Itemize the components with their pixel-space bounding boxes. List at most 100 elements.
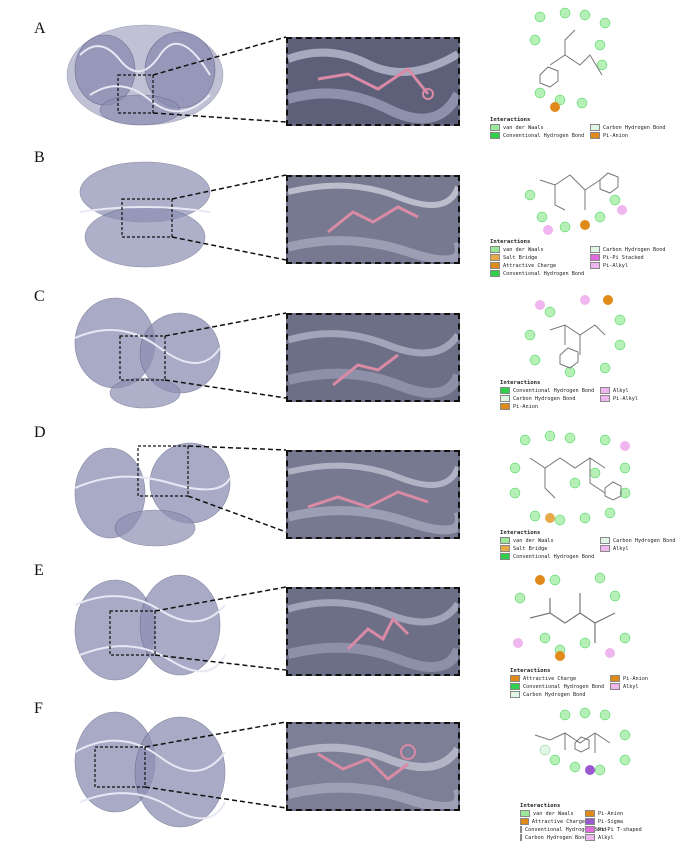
legend-item: Alkyl	[585, 834, 645, 841]
interaction-diagram	[529, 7, 611, 112]
legend-item: Pi-Alkyl	[600, 395, 690, 402]
interaction-diagram	[509, 430, 631, 526]
legend-label: Pi-Pi T-shaped	[598, 826, 642, 833]
legend-label: Carbon Hydrogen Bond	[523, 691, 586, 698]
binding-site-box	[117, 74, 154, 114]
legend-label: van der Waals	[533, 810, 574, 817]
legend-item: Conventional Hydrogen Bond	[520, 826, 606, 833]
zoom-view	[286, 722, 460, 811]
panel-c: C Interactions Conven	[0, 280, 693, 420]
legend-label: Salt Bridge	[513, 545, 548, 552]
legend-label: Carbon Hydrogen Bond	[603, 124, 666, 131]
legend-swatch	[520, 810, 530, 817]
protein-overview	[74, 442, 231, 547]
legend-item: Pi-Anion	[610, 675, 693, 682]
legend-item: Alkyl	[610, 683, 693, 690]
binding-site-box	[121, 198, 173, 238]
legend-item: Conventional Hydrogen Bond	[500, 387, 600, 394]
legend-swatch	[600, 395, 610, 402]
panel-a: A	[0, 0, 693, 140]
legend-swatch	[600, 387, 610, 394]
legend-swatch	[585, 810, 595, 817]
legend-label: Pi-Alkyl	[613, 395, 638, 402]
legend-item: Pi-Pi T-shaped	[585, 826, 645, 833]
legend-item: Conventional Hydrogen Bond	[490, 270, 590, 277]
legend-label: van der Waals	[503, 246, 544, 253]
protein-overview	[74, 574, 226, 681]
legend-title: Interactions	[500, 380, 541, 386]
legend-item: Carbon Hydrogen Bond	[520, 834, 588, 841]
legend-label: Pi-Anion	[603, 132, 628, 139]
legend-label: Carbon Hydrogen Bond	[513, 395, 576, 402]
legend-swatch	[500, 387, 510, 394]
legend-label: Pi-Pi Stacked	[603, 254, 644, 261]
legend-swatch	[500, 553, 510, 560]
legend-label: Conventional Hydrogen Bond	[513, 553, 595, 560]
legend-swatch	[500, 537, 510, 544]
zoom-lines	[171, 174, 287, 261]
legend-item: Pi-Anion	[590, 132, 680, 139]
legend-label: Conventional Hydrogen Bond	[523, 683, 605, 690]
legend-item: Pi-Pi Stacked	[590, 254, 680, 261]
panel-label: A	[34, 20, 46, 37]
legend-swatch	[610, 683, 620, 690]
legend-label: Alkyl	[613, 387, 629, 394]
panel-d: D Interacti	[0, 420, 693, 560]
legend-label: Attractive Charge	[503, 262, 557, 269]
legend-swatch	[600, 537, 610, 544]
panel-e: E Interactions Attracti	[0, 560, 693, 700]
panel-f: F Interaction	[0, 700, 693, 848]
protein-overview	[74, 297, 221, 409]
legend-item: Carbon Hydrogen Bond	[590, 246, 680, 253]
legend-item: Pi-Sigma	[585, 818, 645, 825]
legend-swatch	[585, 818, 595, 825]
legend-label: Carbon Hydrogen Bond	[525, 834, 588, 841]
legend-label: Carbon Hydrogen Bond	[603, 246, 666, 253]
legend-item: Conventional Hydrogen Bond	[500, 553, 600, 560]
zoom-view	[286, 450, 460, 539]
legend-item: van der Waals	[490, 124, 590, 131]
legend-swatch	[510, 691, 520, 698]
legend-label: Pi-Anion	[598, 810, 623, 817]
interaction-legend: Interactions van der Waals Carbon Hydroge…	[490, 117, 680, 139]
legend-item: Alkyl	[600, 545, 690, 552]
panel-label: C	[34, 288, 45, 305]
panel-label: F	[34, 700, 43, 717]
legend-swatch	[590, 262, 600, 269]
legend-swatch	[500, 403, 510, 410]
binding-site-box	[137, 445, 189, 497]
legend-swatch	[490, 246, 500, 253]
legend-item: Carbon Hydrogen Bond	[590, 124, 680, 131]
legend-label: van der Waals	[503, 124, 544, 131]
panel-label: D	[34, 424, 46, 441]
legend-swatch	[500, 545, 510, 552]
legend-label: Alkyl	[623, 683, 639, 690]
interaction-diagram	[524, 295, 626, 378]
interaction-diagram	[524, 172, 627, 235]
legend-label: Pi-Anion	[513, 403, 538, 410]
legend-label: Pi-Sigma	[598, 818, 623, 825]
legend-swatch	[520, 834, 522, 841]
legend-item: Salt Bridge	[490, 254, 590, 261]
legend-item: Carbon Hydrogen Bond	[600, 537, 690, 544]
legend-swatch	[590, 124, 600, 131]
legend-title: Interactions	[490, 117, 531, 123]
zoom-lines	[164, 312, 287, 399]
legend-label: Alkyl	[613, 545, 629, 552]
legend-item: Attractive Charge	[510, 675, 610, 682]
panel-label: B	[34, 149, 45, 166]
legend-item: Carbon Hydrogen Bond	[500, 395, 600, 402]
zoom-view	[286, 587, 460, 676]
legend-swatch	[490, 254, 500, 261]
legend-swatch	[520, 826, 522, 833]
legend-label: van der Waals	[513, 537, 554, 544]
zoom-view	[286, 37, 460, 126]
